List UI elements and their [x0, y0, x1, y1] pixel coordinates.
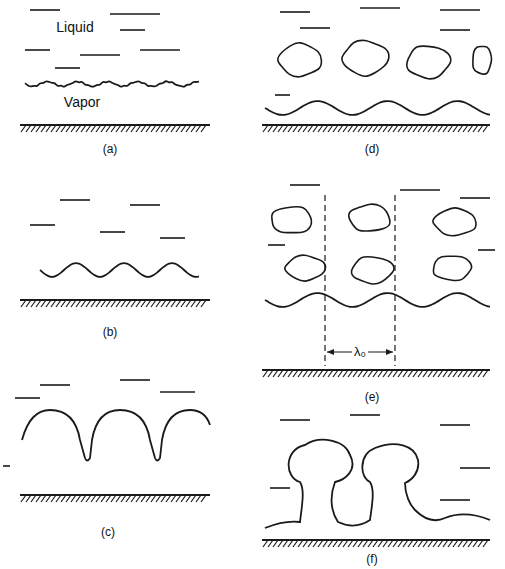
- liquid-dash: [460, 197, 490, 199]
- wavelength-label: λ₀: [352, 345, 368, 359]
- heated-wall: [262, 540, 490, 547]
- heated-wall: [20, 495, 210, 502]
- vapor-dome: [22, 410, 210, 461]
- liquid-dash: [268, 244, 285, 246]
- panel-label: (d): [365, 143, 380, 156]
- heated-wall: [262, 125, 490, 132]
- vapor-mushroom: [265, 440, 490, 528]
- liquid-dash: [280, 11, 310, 13]
- panel-label: (e): [365, 391, 380, 404]
- liquid-dash: [110, 13, 160, 15]
- heated-wall: [20, 300, 210, 307]
- panel-label: (a): [103, 143, 118, 156]
- phase-label: Liquid: [56, 20, 93, 35]
- liquid-dash: [100, 231, 125, 233]
- liquid-dash: [275, 94, 290, 96]
- liquid-dash: [280, 419, 310, 421]
- panel-label: (f): [366, 553, 377, 566]
- vapor-interface: [265, 101, 490, 115]
- vapor-bubble: [342, 40, 389, 76]
- liquid-dash: [460, 467, 490, 469]
- vapor-bubble: [285, 255, 326, 281]
- heated-wall: [262, 370, 490, 377]
- liquid-dash: [140, 49, 180, 51]
- panel-label: (c): [101, 526, 115, 539]
- vapor-interface: [265, 293, 490, 307]
- panel-label: (b): [103, 326, 118, 339]
- phase-label: Vapor: [64, 95, 100, 110]
- liquid-dash: [300, 27, 330, 29]
- liquid-dash: [350, 414, 380, 416]
- wavelength-guide: [324, 195, 325, 366]
- liquid-dash: [80, 54, 120, 56]
- vapor-interface: [40, 263, 199, 277]
- liquid-dash: [270, 487, 290, 489]
- vapor-interface: [25, 81, 199, 87]
- liquid-dash: [440, 424, 470, 426]
- liquid-dash: [3, 465, 10, 467]
- heated-wall: [20, 125, 210, 132]
- liquid-dash: [400, 189, 440, 191]
- vapor-bubble: [407, 46, 451, 79]
- liquid-dash: [15, 397, 40, 399]
- liquid-dash: [290, 184, 320, 186]
- vapor-bubble: [433, 208, 476, 236]
- liquid-dash: [130, 204, 160, 206]
- liquid-dash: [440, 29, 470, 31]
- vapor-bubble: [352, 257, 394, 284]
- vapor-bubble: [433, 256, 471, 280]
- liquid-dash: [160, 237, 185, 239]
- vapor-bubble: [473, 46, 492, 74]
- liquid-dash: [120, 29, 145, 31]
- vapor-bubble: [278, 43, 322, 77]
- liquid-dash: [30, 224, 55, 226]
- liquid-dash: [25, 49, 50, 51]
- liquid-dash: [160, 391, 195, 393]
- vapor-bubble: [349, 204, 390, 231]
- liquid-dash: [478, 249, 495, 251]
- liquid-dash: [60, 199, 90, 201]
- vapor-bubble: [272, 207, 312, 233]
- liquid-dash: [440, 9, 480, 11]
- liquid-dash: [40, 384, 70, 386]
- wavelength-guide: [394, 195, 395, 366]
- liquid-dash: [30, 9, 60, 11]
- liquid-dash: [440, 499, 470, 501]
- liquid-dash: [55, 67, 80, 69]
- liquid-dash: [120, 379, 150, 381]
- liquid-dash: [360, 7, 400, 9]
